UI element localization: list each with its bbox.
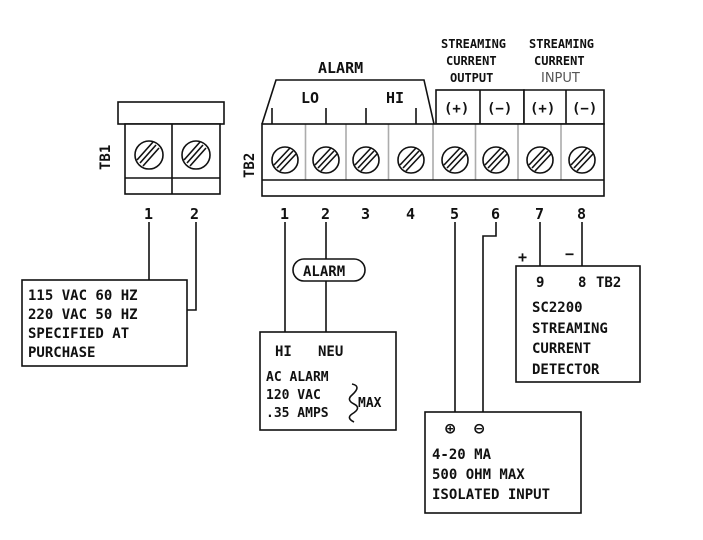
alarm-box <box>259 331 397 431</box>
tb2-terminal-8: 8 <box>577 205 586 223</box>
alarm-max: MAX <box>358 396 382 411</box>
power-line-1: 115 VAC 60 HZ <box>28 288 138 304</box>
power-line-2: 220 VAC 50 HZ <box>28 307 138 323</box>
alarm-line-3: .35 AMPS <box>266 406 329 421</box>
output-line-1: 4-20 MA <box>432 447 492 463</box>
tb1-screw-2 <box>181 140 211 170</box>
alarm-header: ALARM <box>318 59 363 77</box>
detector-line-4: DETECTOR <box>532 362 600 378</box>
hi-label: HI <box>386 89 404 107</box>
tb2-screw-7 <box>526 146 554 174</box>
in-plus: (+) <box>530 101 555 117</box>
tb2-screws <box>271 124 596 180</box>
output-header-1: STREAMING <box>441 37 506 51</box>
alarm-line-1: AC ALARM <box>266 370 329 385</box>
output-header-2: CURRENT <box>446 54 497 68</box>
tb2-terminal-2: 2 <box>321 205 330 223</box>
tb2-screw-1 <box>271 146 299 174</box>
tb2-screw-6 <box>482 146 510 174</box>
out-plus: (+) <box>444 101 469 117</box>
tb2-screw-2 <box>312 146 340 174</box>
alarm-line-2: 120 VAC <box>266 388 321 403</box>
tb1-screw-1 <box>134 140 164 170</box>
input-header-2: CURRENT <box>534 54 585 68</box>
tb2-terminal-6: 6 <box>491 205 500 223</box>
lo-label: LO <box>301 89 319 107</box>
output-minus-symbol: ⊖ <box>474 419 485 439</box>
output-wire-minus <box>482 222 497 418</box>
tb2-label: TB2 <box>242 153 258 178</box>
output-box <box>424 411 582 514</box>
tb1-wire-2 <box>186 222 197 311</box>
output-header-3: OUTPUT <box>450 71 493 85</box>
output-plus-symbol: ⊕ <box>445 419 456 439</box>
max-brace <box>348 383 359 423</box>
detector-box <box>515 265 641 383</box>
tb2-terminal-5: 5 <box>450 205 459 223</box>
alarm-tag-text: ALARM <box>303 264 345 280</box>
out-minus: (−) <box>487 101 512 117</box>
tb2-terminal-4: 4 <box>406 205 415 223</box>
output-line-2: 500 OHM MAX <box>432 467 525 483</box>
detector-plus: + <box>518 248 527 266</box>
alarm-hi: HI <box>275 344 292 360</box>
detector-term-8: 8 <box>578 275 586 291</box>
alarm-neu: NEU <box>318 344 343 360</box>
power-line-3: SPECIFIED AT <box>28 326 129 342</box>
tb1-terminal-1: 1 <box>144 205 153 223</box>
tb1-label: TB1 <box>98 145 114 170</box>
detector-line-1: SC2200 <box>532 300 583 316</box>
tb2-screw-3 <box>352 146 380 174</box>
tb2-terminal-3: 3 <box>361 205 370 223</box>
detector-tb2: TB2 <box>596 275 621 291</box>
detector-minus: − <box>565 245 574 263</box>
tb2-terminal-1: 1 <box>280 205 289 223</box>
tb1-terminal-2: 2 <box>190 205 199 223</box>
tb2-terminal-7: 7 <box>535 205 544 223</box>
detector-term-9: 9 <box>536 275 544 291</box>
tb2-screw-5 <box>441 146 469 174</box>
alarm-tag <box>292 258 366 282</box>
power-box <box>21 279 188 367</box>
tb2-terminal-numbers: 1 2 3 4 5 6 7 8 <box>280 205 586 223</box>
tb1-block <box>117 101 225 195</box>
power-line-4: PURCHASE <box>28 345 95 361</box>
tb2-screw-8 <box>568 146 596 174</box>
input-header-1: STREAMING <box>529 37 594 51</box>
input-header-3: INPUT <box>541 71 580 86</box>
detector-line-2: STREAMING <box>532 321 608 337</box>
tb2-screw-4 <box>397 146 425 174</box>
alarm-header-shape <box>261 79 435 125</box>
output-line-3: ISOLATED INPUT <box>432 487 550 503</box>
in-minus: (−) <box>572 101 597 117</box>
detector-line-3: CURRENT <box>532 341 591 357</box>
